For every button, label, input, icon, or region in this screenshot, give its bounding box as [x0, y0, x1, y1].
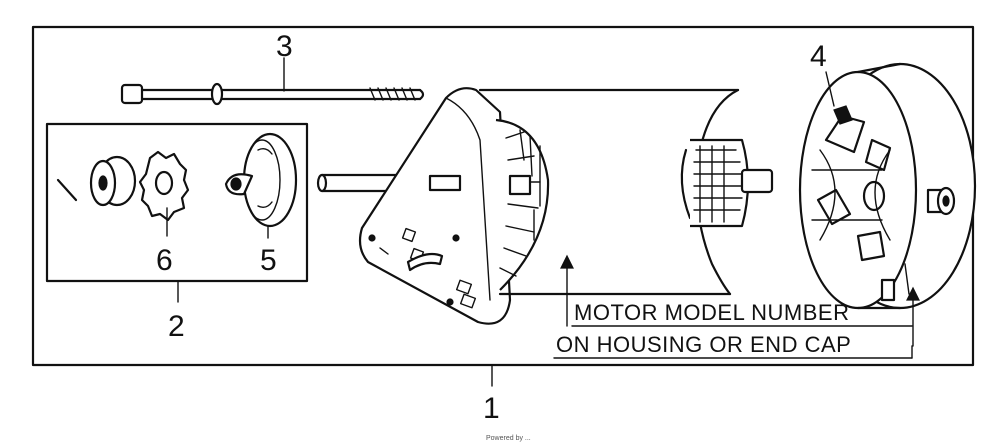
- through-bolt: [120, 82, 425, 106]
- terminal-stud: [926, 186, 956, 216]
- callout-2: 2: [168, 310, 185, 343]
- footer-caption: Powered by ...: [486, 435, 531, 442]
- callout-5: 5: [260, 244, 277, 277]
- drive-end-housing: [358, 87, 512, 325]
- commutator: [680, 138, 774, 228]
- motor-housing: [478, 88, 740, 296]
- collar: [89, 155, 137, 207]
- note-line-2: ON HOUSING OR END CAP: [556, 332, 851, 357]
- spring: [138, 150, 190, 222]
- callout-4: 4: [810, 40, 827, 73]
- callout-1: 1: [483, 392, 500, 425]
- callout-3: 3: [276, 30, 293, 63]
- callout-6: 6: [156, 244, 173, 277]
- leader-housing-arrow: [560, 254, 574, 269]
- leader-4: [825, 71, 835, 107]
- commutator-end-cap: [798, 62, 977, 310]
- pin: [56, 178, 78, 202]
- drive-kit-frame: [45, 122, 309, 283]
- leader-end-cap-arrow: [906, 286, 920, 301]
- note-line-1: MOTOR MODEL NUMBER: [574, 300, 849, 325]
- drive-pinion: [224, 132, 298, 228]
